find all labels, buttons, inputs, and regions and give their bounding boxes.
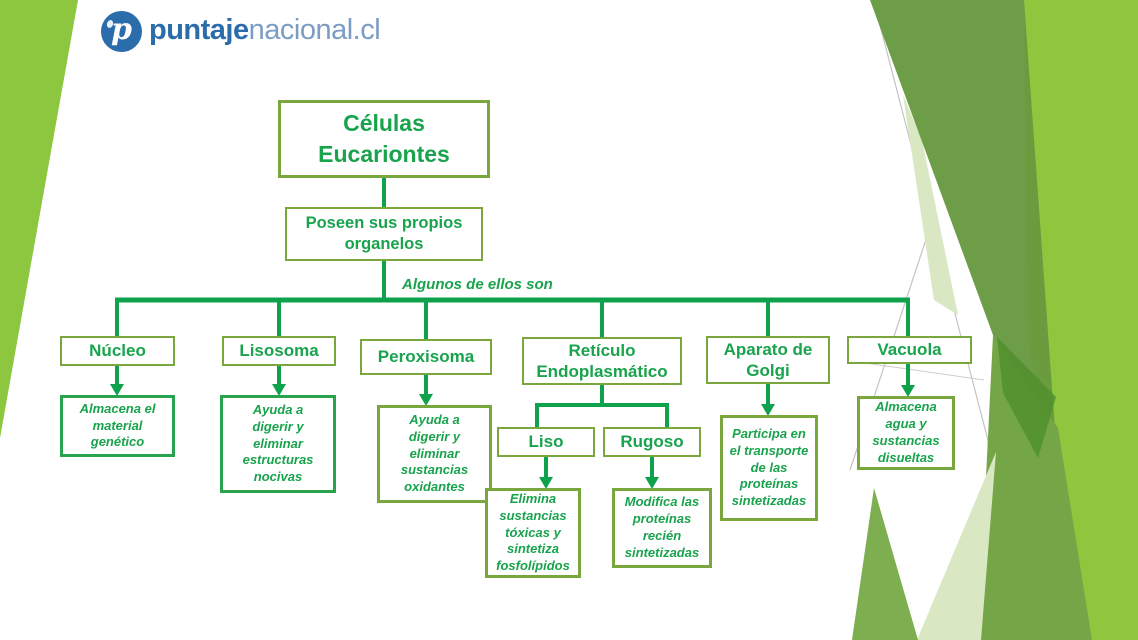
- description-text: Almacena el material genético: [79, 400, 156, 450]
- mid-wedge-shape: [978, 335, 1092, 640]
- description-text: Ayuda a digerir y eliminar estructuras n…: [242, 401, 314, 485]
- arrowhead-icon: [539, 477, 553, 489]
- node-label: Retículo Endoplasmático: [536, 340, 668, 381]
- node-rugoso: Rugoso: [603, 427, 701, 457]
- pale-bottom-wedge-shape: [917, 452, 996, 640]
- node-label: Rugoso: [620, 432, 684, 452]
- logo-text: puntajenacional.cl: [149, 14, 381, 47]
- connector-lines: [115, 178, 910, 479]
- description-rugoso: Modifica las proteínas recién sintetizad…: [612, 488, 712, 568]
- node-poseen-organelos: Poseen sus propios organelos: [285, 207, 483, 261]
- node-label: Vacuola: [877, 340, 942, 360]
- dark-overlap-shape: [997, 337, 1056, 458]
- left-wedge-shape: [0, 0, 78, 438]
- node-label: Lisosoma: [239, 341, 319, 361]
- description-liso: Elimina sustancias tóxicas y sintetiza f…: [485, 488, 581, 578]
- node-reticulo-endoplasmatico: Retículo Endoplasmático: [522, 337, 682, 385]
- root-node-label: Células Eucariontes: [318, 109, 450, 167]
- description-text: Ayuda a digerir y eliminar sustancias ox…: [400, 411, 469, 495]
- logo-p-glyph: p: [111, 11, 132, 47]
- subtitle-node-label: Poseen sus propios organelos: [305, 213, 463, 253]
- arrowhead-icon: [645, 477, 659, 489]
- arrowhead-icon: [110, 384, 124, 396]
- node-peroxisoma: Peroxisoma: [360, 339, 492, 375]
- description-nucleo: Almacena el material genético: [60, 395, 175, 457]
- dark-wedge-shape: [870, 0, 1055, 430]
- logo-light-text: nacional.cl: [248, 14, 381, 46]
- description-golgi: Participa en el transporte de las proteí…: [720, 415, 818, 521]
- puntajenacional-p-circle-icon: p: [101, 11, 142, 52]
- description-vacuola: Almacena agua y sustancias disueltas: [857, 396, 955, 470]
- arrowhead-icon: [419, 394, 433, 406]
- node-liso: Liso: [497, 427, 595, 457]
- logo: p puntajenacional.cl: [101, 11, 381, 52]
- branch-label: Algunos de ellos son: [402, 276, 553, 293]
- description-peroxisoma: Ayuda a digerir y eliminar sustancias ox…: [377, 405, 492, 503]
- arrowhead-icon: [272, 384, 286, 396]
- small-mid-wedge-shape: [852, 488, 918, 640]
- node-label: Aparato de Golgi: [723, 339, 813, 380]
- node-label: Peroxisoma: [377, 347, 475, 367]
- node-label: Liso: [528, 432, 564, 452]
- arrowheads: [110, 384, 915, 489]
- arrowhead-icon: [901, 385, 915, 397]
- node-label: Núcleo: [89, 341, 146, 361]
- node-aparato-de-golgi: Aparato de Golgi: [706, 336, 830, 384]
- description-text: Almacena agua y sustancias disueltas: [872, 399, 940, 465]
- node-nucleo: Núcleo: [60, 336, 175, 366]
- decor-line: [857, 361, 985, 381]
- description-text: Elimina sustancias tóxicas y sintetiza f…: [496, 490, 570, 574]
- description-lisosoma: Ayuda a digerir y eliminar estructuras n…: [220, 395, 336, 493]
- logo-bold-text: puntaje: [149, 14, 249, 46]
- pale-sliver-shape: [903, 95, 958, 315]
- description-text: Modifica las proteínas recién sintetizad…: [624, 494, 700, 560]
- node-lisosoma: Lisosoma: [222, 336, 336, 366]
- root-node-celulas-eucariontes: Células Eucariontes: [278, 100, 490, 178]
- node-vacuola: Vacuola: [847, 336, 972, 364]
- description-text: Participa en el transporte de las proteí…: [729, 425, 809, 509]
- arrowhead-icon: [761, 404, 775, 416]
